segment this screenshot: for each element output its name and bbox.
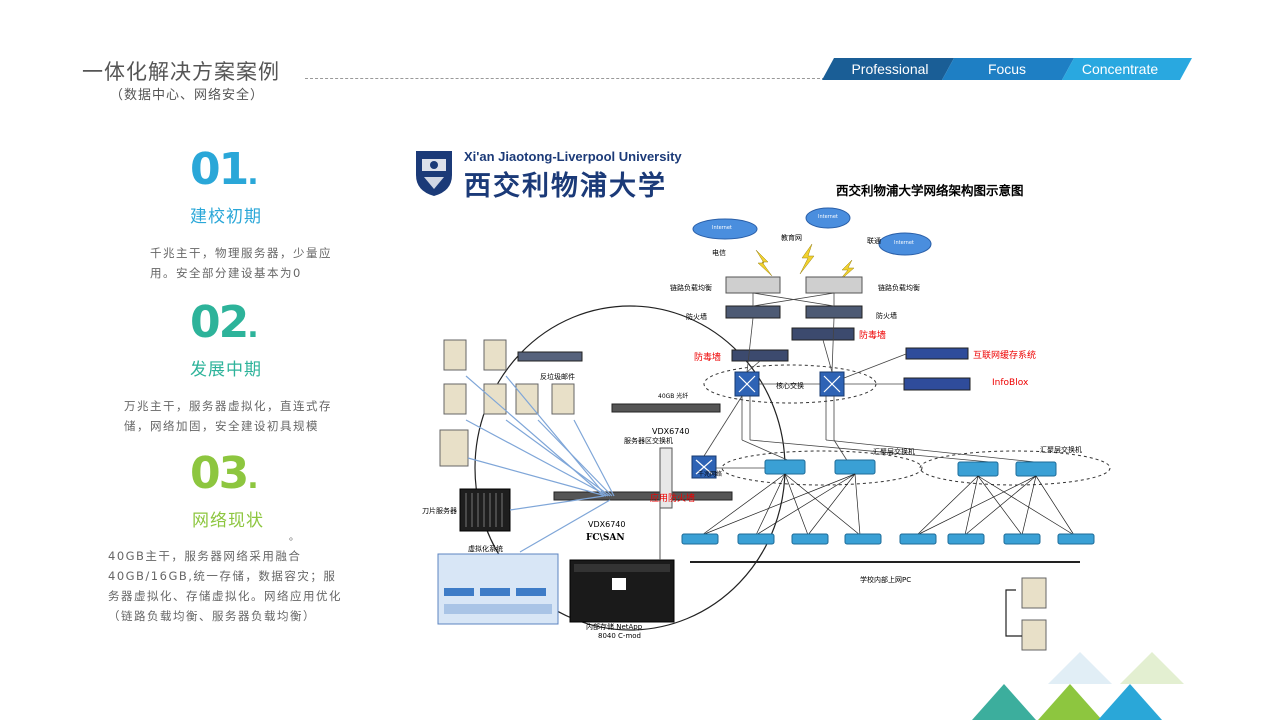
gigabit-label: 千兆网络 xyxy=(698,471,723,478)
isp-telecom: 电信 xyxy=(712,249,726,257)
link-40g-label: 40GB 光纤 xyxy=(658,393,689,400)
phase-desc-03: 40GB主干，服务器网络采用融合40GB/16GB,统一存储，数据容灾；服务器虚… xyxy=(108,549,342,623)
agg-switch-label-2: 汇聚层交换机 xyxy=(1040,446,1082,454)
spam-label: 反垃圾邮件 xyxy=(540,373,575,381)
tab-professional: Professional xyxy=(851,61,929,77)
phase-number-03: 03. xyxy=(190,448,259,499)
server-switch-label: 服务器区交换机 xyxy=(624,437,673,445)
corner-decoration xyxy=(972,652,1184,720)
agg-switch-label-1: 汇聚层交换机 xyxy=(873,448,915,456)
university-name-en: Xi'an Jiaotong-Liverpool University xyxy=(464,149,682,164)
av-left-label: 防毒墙 xyxy=(694,353,722,363)
blade-server-label: 刀片服务器 xyxy=(422,507,457,515)
app-firewall-label: 应用防火墙 xyxy=(650,494,696,504)
phase-desc-01: 千兆主干，物理服务器，少量应用。安全部分建设基本为0 xyxy=(150,246,332,280)
network-diagram xyxy=(437,207,1111,651)
cache-label: 互联网缓存系统 xyxy=(973,351,1037,361)
university-crest-icon xyxy=(416,151,452,196)
page-title: 一体化解决方案案例 xyxy=(82,60,280,84)
tab-concentrate: Concentrate xyxy=(1081,61,1159,77)
phase-extra-03: 。 xyxy=(289,532,299,543)
pc-label: 学校内部上网PC xyxy=(860,576,912,584)
university-name-cn: 西交利物浦大学 xyxy=(464,171,667,202)
phase-label-01: 建校初期 xyxy=(190,207,262,227)
phase-number-02: 02. xyxy=(190,297,259,348)
storage-label: 内部存储 NetApp xyxy=(586,623,643,631)
isp-edu: 教育网 xyxy=(781,234,802,242)
phase-label-02: 发展中期 xyxy=(190,360,262,380)
title-divider xyxy=(305,78,825,79)
phase-desc-02: 万兆主干，服务器虚拟化，直连式存储，网络加固，安全建设初具规模 xyxy=(124,399,332,433)
infoblox-label: InfoBlox xyxy=(992,378,1029,388)
storage-model-label: 8040 C-mod xyxy=(598,632,641,640)
fcsan-label: FC\SAN xyxy=(586,533,625,543)
vdx-bottom-label: VDX6740 xyxy=(588,520,626,529)
phase-label-03: 网络现状 xyxy=(192,511,264,531)
fw-left-label: 防火墙 xyxy=(686,313,707,321)
lb-left-label: 链路负载均衡 xyxy=(670,284,712,292)
diagram-title: 西交利物浦大学网络架构图示意图 xyxy=(836,183,1024,198)
page-subtitle: （数据中心、网络安全） xyxy=(110,88,265,103)
vdx-top-label: VDX6740 xyxy=(652,427,690,436)
core-label: 核心交换 xyxy=(776,382,804,390)
isp-unicom: 联通 xyxy=(867,237,881,245)
fw-right-label: 防火墙 xyxy=(876,312,897,320)
virtualization-label: 虚拟化系统 xyxy=(468,545,503,553)
banner-background xyxy=(822,58,1192,80)
lb-right-label: 链路负载均衡 xyxy=(878,284,920,292)
tab-focus: Focus xyxy=(987,61,1027,77)
av-top-label: 防毒墙 xyxy=(859,331,887,341)
phase-number-01: 01. xyxy=(190,144,259,195)
cloud-label-3: Internet xyxy=(894,240,914,246)
cloud-label-2: Internet xyxy=(818,214,838,220)
cloud-label-1: Internet xyxy=(712,225,732,231)
